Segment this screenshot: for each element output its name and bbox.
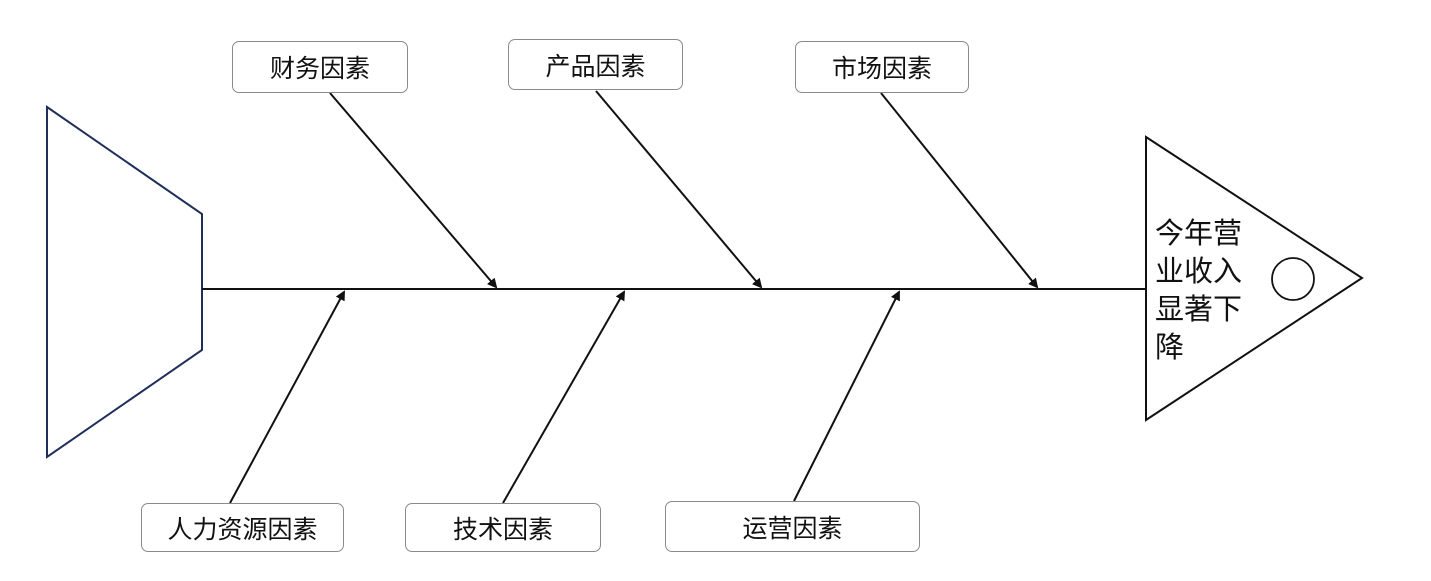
bone-market: [880, 92, 1039, 289]
cause-box-market: 市场因素: [795, 41, 969, 93]
cause-box-hr: 人力资源因素: [141, 503, 344, 552]
cause-box-finance: 财务因素: [232, 41, 408, 93]
cause-box-tech: 技术因素: [405, 503, 601, 552]
bone-product: [595, 90, 763, 289]
cause-box-product: 产品因素: [508, 39, 683, 90]
bone-hr: [229, 290, 345, 504]
problem-statement: 今年营业收入显著下降: [1155, 216, 1243, 364]
bone-operations: [793, 290, 900, 502]
bone-tech: [502, 290, 625, 504]
fish-eye: [1271, 257, 1315, 301]
bone-finance: [329, 92, 498, 289]
fish-head: [1145, 135, 1364, 422]
fish-tail: [46, 105, 203, 459]
cause-box-operations: 运营因素: [665, 501, 920, 552]
